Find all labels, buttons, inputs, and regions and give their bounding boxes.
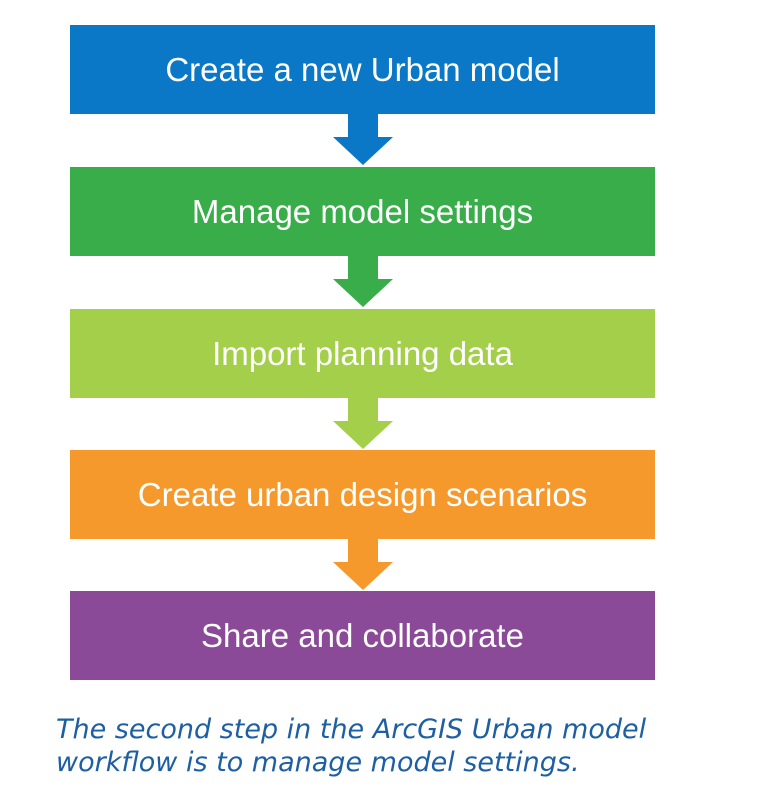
step-label: Create a new Urban model	[165, 51, 560, 88]
step-label: Import planning data	[212, 335, 513, 372]
arrow-down-icon	[333, 255, 393, 307]
step-create-design-scenarios: Create urban design scenarios	[70, 450, 655, 539]
step-share-collaborate: Share and collaborate	[70, 591, 655, 680]
workflow-diagram: Create a new Urban model Manage model se…	[70, 25, 655, 680]
step-label: Create urban design scenarios	[137, 476, 588, 513]
arrow-down-icon	[333, 538, 393, 590]
figure-caption: The second step in the ArcGIS Urban mode…	[56, 714, 647, 778]
step-import-planning-data: Import planning data	[70, 309, 655, 398]
step-label: Share and collaborate	[201, 617, 524, 654]
arrow-down-icon	[333, 113, 393, 165]
step-label: Manage model settings	[191, 193, 534, 230]
step-manage-model-settings: Manage model settings	[70, 167, 655, 256]
step-create-urban-model: Create a new Urban model	[70, 25, 655, 114]
arrow-down-icon	[333, 397, 393, 449]
